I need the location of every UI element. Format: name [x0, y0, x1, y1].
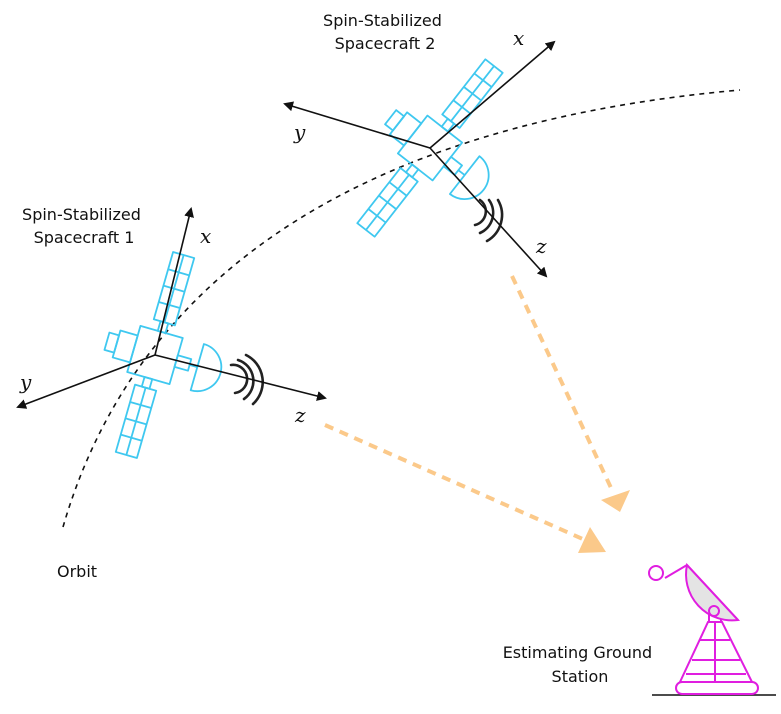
spacecraft-2	[283, 34, 556, 278]
spacecraft-2-z-label: z	[535, 234, 547, 258]
signal-waves-1-icon	[229, 353, 264, 406]
ground-station	[648, 562, 776, 696]
spacecraft-2-y-axis	[283, 101, 431, 149]
signal-waves-2-icon	[473, 198, 504, 243]
spacecraft-1	[16, 207, 327, 475]
orbit-label: Orbit	[57, 562, 97, 581]
spacecraft-2-y-label: y	[293, 120, 306, 144]
spacecraft-1-label: Spin-Stabilized Spacecraft 1	[22, 205, 146, 247]
spacecraft-2-x-axis	[429, 40, 556, 149]
measurement-link-1	[324, 423, 606, 553]
spacecraft-1-y-label: y	[19, 370, 32, 394]
spacecraft-1-x-label: x	[200, 224, 211, 248]
measurement-link-2	[510, 275, 630, 512]
spacecraft-2-z-axis	[429, 147, 548, 278]
spacecraft-1-z-label: z	[294, 403, 306, 427]
orbit-path	[62, 89, 741, 528]
spacecraft-1-z-axis	[154, 354, 327, 401]
spacecraft-2-label: Spin-Stabilized Spacecraft 2	[323, 11, 447, 53]
spacecraft-1-x-axis	[154, 207, 194, 356]
spacecraft-1-y-axis	[16, 354, 156, 409]
ground-station-label: Estimating Ground Station	[503, 643, 658, 686]
spacecraft-2-x-label: x	[513, 26, 524, 50]
